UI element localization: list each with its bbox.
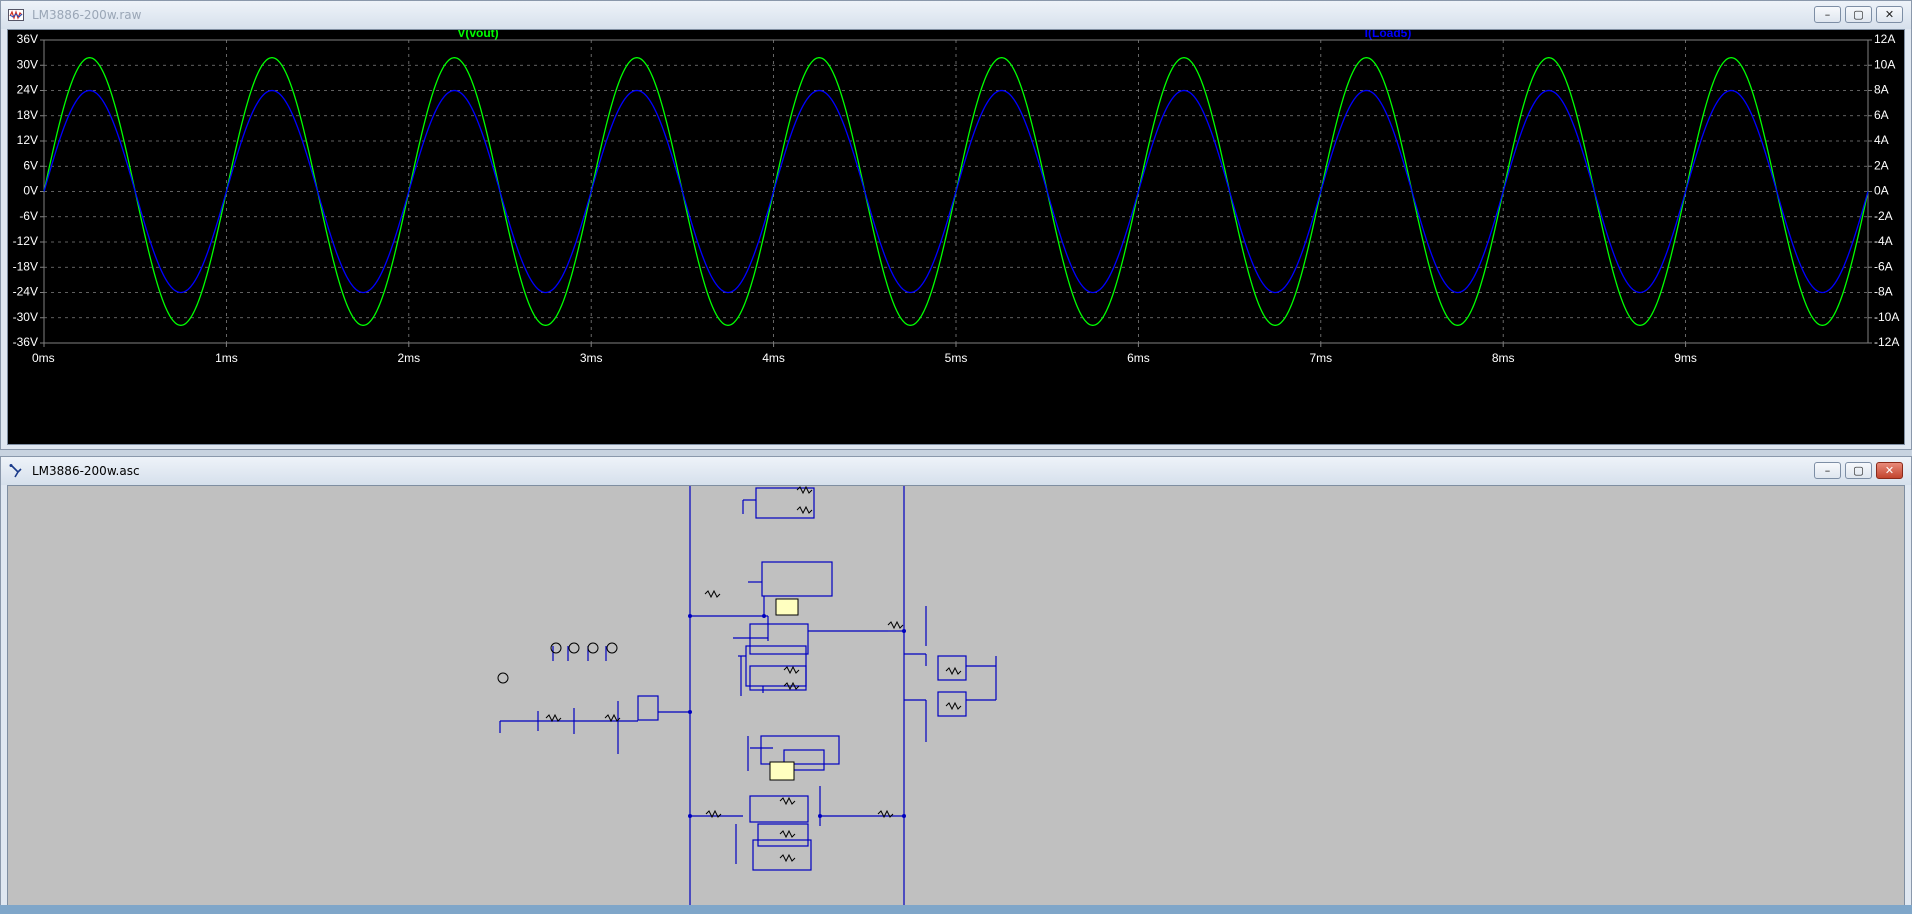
left-axis-ticks: 36V 30V 24V 18V 12V 6V 0V -6V -12V -18V -24V -30V -3… (13, 32, 44, 349)
x-tick-label: 4ms (762, 351, 785, 365)
x-tick-label: 2ms (397, 351, 420, 365)
close-icon: ✕ (1884, 8, 1895, 21)
right-tick-label: 0A (1874, 184, 1889, 198)
maximize-icon: ▢ (1853, 464, 1864, 477)
left-tick-label: -6V (19, 209, 38, 223)
maximize-button[interactable]: ▢ (1845, 462, 1872, 479)
lm3886-upper-chip[interactable] (775, 598, 799, 616)
x-tick-label: 6ms (1127, 351, 1150, 365)
right-tick-label: -2A (1874, 209, 1893, 223)
series-i-load5 (43, 89, 1869, 294)
trace-label-vout[interactable]: V(vout) (457, 26, 498, 40)
right-tick-label: -10A (1874, 310, 1899, 324)
left-tick-label: -18V (13, 259, 38, 273)
maximize-icon: ▢ (1853, 8, 1864, 21)
schematic-drawing[interactable] (8, 485, 1906, 910)
chart-series (43, 57, 1869, 326)
left-tick-label: 30V (17, 57, 38, 71)
source-symbols (497, 642, 618, 684)
waveform-window-titlebar[interactable]: LM3886-200w.raw – ▢ ✕ (1, 1, 1911, 29)
close-icon: ✕ (1884, 464, 1895, 477)
left-tick-label: -30V (13, 310, 38, 324)
schematic-window: LM3886-200w.asc – ▢ ✕ (0, 456, 1912, 914)
maximize-button[interactable]: ▢ (1845, 6, 1872, 23)
x-tick-label: 5ms (945, 351, 968, 365)
waveform-chart[interactable]: 36V 30V 24V 18V 12V 6V 0V -6V -12V -18V -24V -30V -3… (8, 26, 1906, 446)
left-tick-label: 36V (17, 32, 38, 46)
schematic-wires (499, 486, 997, 910)
minimize-icon: – (1824, 8, 1831, 21)
x-axis-ticks: 0ms 1ms 2ms 3ms 4ms 5ms 6ms 7ms 8ms 9ms (32, 343, 1697, 365)
left-tick-label: 0V (23, 184, 38, 198)
right-tick-label: 6A (1874, 108, 1889, 122)
x-tick-label: 0ms (32, 351, 55, 365)
right-tick-label: -8A (1874, 285, 1893, 299)
right-tick-label: 12A (1874, 32, 1895, 46)
left-tick-label: 12V (17, 133, 38, 147)
right-tick-label: -4A (1874, 234, 1893, 248)
x-tick-label: 3ms (580, 351, 603, 365)
schematic-window-title: LM3886-200w.asc (32, 464, 140, 478)
right-tick-label: 10A (1874, 57, 1895, 71)
wire-junctions (688, 614, 906, 818)
waveform-window: LM3886-200w.raw – ▢ ✕ 36V 30V 24V 18V 12V 6V 0… (0, 0, 1912, 450)
schematic-app-icon (9, 464, 22, 478)
right-tick-label: 4A (1874, 133, 1889, 147)
schematic-components (545, 485, 962, 863)
left-tick-label: 24V (17, 83, 38, 97)
minimize-icon: – (1824, 464, 1831, 477)
minimize-button[interactable]: – (1814, 6, 1841, 23)
waveform-plot-pane[interactable]: 36V 30V 24V 18V 12V 6V 0V -6V -12V -18V -24V -30V -3… (7, 26, 1906, 446)
x-tick-label: 7ms (1309, 351, 1332, 365)
schematic-window-titlebar[interactable]: LM3886-200w.asc – ▢ ✕ (1, 457, 1911, 485)
left-tick-label: -24V (13, 285, 38, 299)
left-tick-label: -12V (13, 234, 38, 248)
close-button[interactable]: ✕ (1876, 462, 1903, 479)
right-tick-label: 2A (1874, 158, 1889, 172)
x-tick-label: 8ms (1492, 351, 1515, 365)
waveform-app-icon (8, 9, 24, 21)
waveform-window-title: LM3886-200w.raw (32, 8, 142, 22)
right-tick-label: 8A (1874, 83, 1889, 97)
schematic-canvas[interactable] (7, 485, 1906, 910)
right-axis-ticks: 12A 10A 8A 6A 4A 2A 0A -2A -4A -6A -8A -10A -12A (1868, 32, 1899, 349)
left-tick-label: 18V (17, 108, 38, 122)
minimize-button[interactable]: – (1814, 462, 1841, 479)
taskbar-edge (0, 905, 1912, 914)
left-tick-label: 6V (23, 158, 38, 172)
left-tick-label: -36V (13, 335, 38, 349)
lm3886-lower-chip[interactable] (769, 761, 795, 781)
right-tick-label: -12A (1874, 335, 1899, 349)
right-tick-label: -6A (1874, 259, 1893, 273)
x-tick-label: 9ms (1674, 351, 1697, 365)
chart-grid (44, 40, 1868, 343)
x-tick-label: 1ms (215, 351, 238, 365)
close-button[interactable]: ✕ (1876, 6, 1903, 23)
trace-label-iload5[interactable]: I(Load5) (1365, 26, 1412, 40)
